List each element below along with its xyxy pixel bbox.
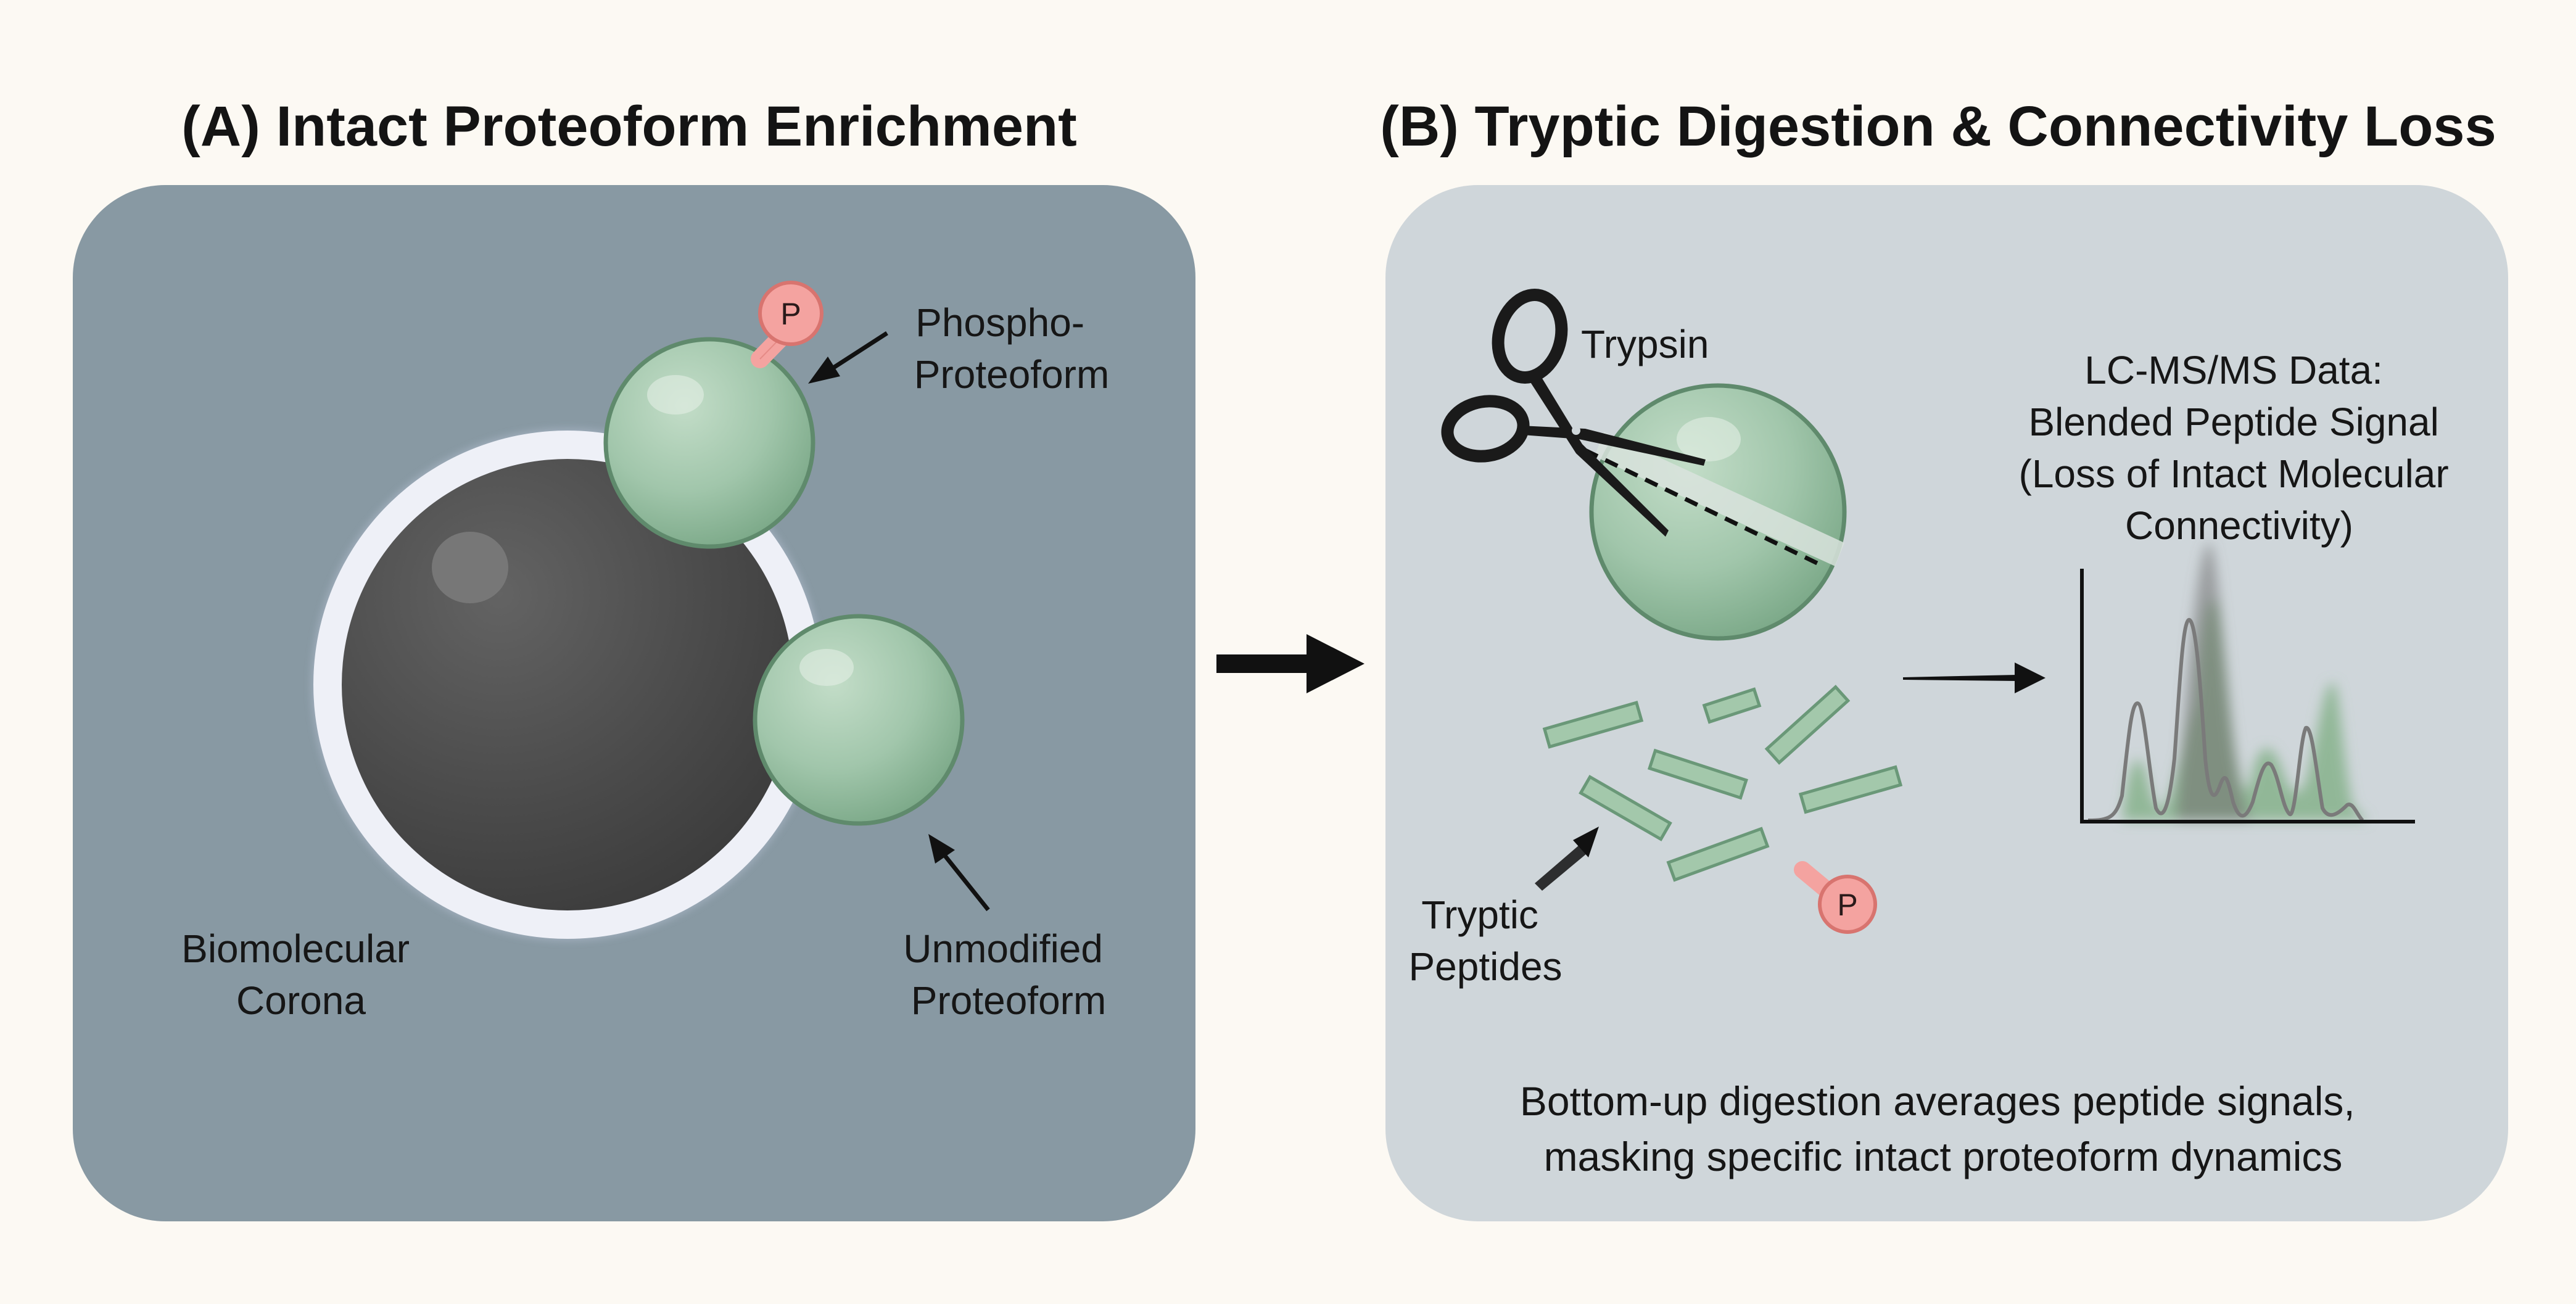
process-arrow — [1216, 634, 1364, 693]
peptides-label-line2: Peptides — [1408, 944, 1562, 989]
ms-data-label-line1: LC-MS/MS Data: — [2084, 348, 2383, 392]
biomolecular-corona-nanoparticle — [312, 429, 824, 941]
corona-label: Biomolecular Corona — [181, 926, 421, 1023]
peptide-fragment — [1647, 748, 1748, 800]
unmodified-proteoform — [753, 614, 965, 826]
corona-label-line1: Biomolecular — [181, 926, 410, 971]
panel-b-title: (B) Tryptic Digestion & Connectivity Los… — [1380, 95, 2496, 158]
peptides-label-line1: Tryptic — [1421, 893, 1538, 937]
peptide-fragment — [1579, 775, 1672, 841]
panel-a-title: (A) Intact Proteoform Enrichment — [181, 95, 1077, 158]
panel-b-caption-line1: Bottom-up digestion averages peptide sig… — [1520, 1078, 2355, 1124]
phospho-label-line2: Proteoform — [914, 352, 1110, 397]
panel-b-caption-line2: masking specific intact proteoform dynam… — [1544, 1134, 2343, 1179]
phospho-label: Phospho- Proteoform — [914, 300, 1110, 397]
panel-b-caption: Bottom-up digestion averages peptide sig… — [1520, 1078, 2366, 1179]
peptide-fragment — [1702, 687, 1762, 724]
phospho-proteoform: P — [603, 281, 824, 549]
peptides-arrow — [1535, 827, 1599, 891]
ms-data-label-line3: (Loss of Intact Molecular — [2019, 452, 2449, 496]
phosphate-symbol-b: P — [1837, 888, 1857, 922]
unmodified-label-line1: Unmodified — [903, 926, 1103, 971]
ms-data-label-line4: Connectivity) — [2125, 503, 2353, 548]
chromatogram-trace — [2087, 618, 2364, 822]
chromatogram — [2080, 543, 2415, 823]
trypsin-label: Trypsin — [1581, 322, 1709, 366]
peptide-fragment — [1798, 765, 1903, 814]
phosphate-symbol: P — [780, 297, 801, 331]
ms-arrow — [1903, 662, 2046, 693]
peptide-fragment — [1764, 685, 1851, 765]
unmodified-arrow — [928, 834, 990, 912]
phosphate-tag-free: P — [1794, 861, 1877, 934]
peptide-fragment — [1542, 700, 1644, 749]
corona-label-line2: Corona — [236, 978, 366, 1023]
unmodified-label-line2: Proteoform — [911, 978, 1107, 1023]
peptides-label: Tryptic Peptides — [1408, 893, 1562, 989]
scissors-icon — [1441, 289, 1706, 537]
ms-data-label: LC-MS/MS Data: Blended Peptide Signal (L… — [2019, 348, 2460, 548]
phospho-arrow — [808, 331, 888, 384]
ms-data-label-line2: Blended Peptide Signal — [2028, 400, 2438, 444]
phosphate-tag: P — [751, 281, 824, 368]
unmodified-label: Unmodified Proteoform — [903, 926, 1114, 1023]
peptide-fragment — [1666, 827, 1770, 882]
phospho-label-line1: Phospho- — [915, 300, 1084, 345]
peptide-fragments — [1542, 685, 1903, 882]
panel-b-background — [1385, 185, 2508, 1221]
